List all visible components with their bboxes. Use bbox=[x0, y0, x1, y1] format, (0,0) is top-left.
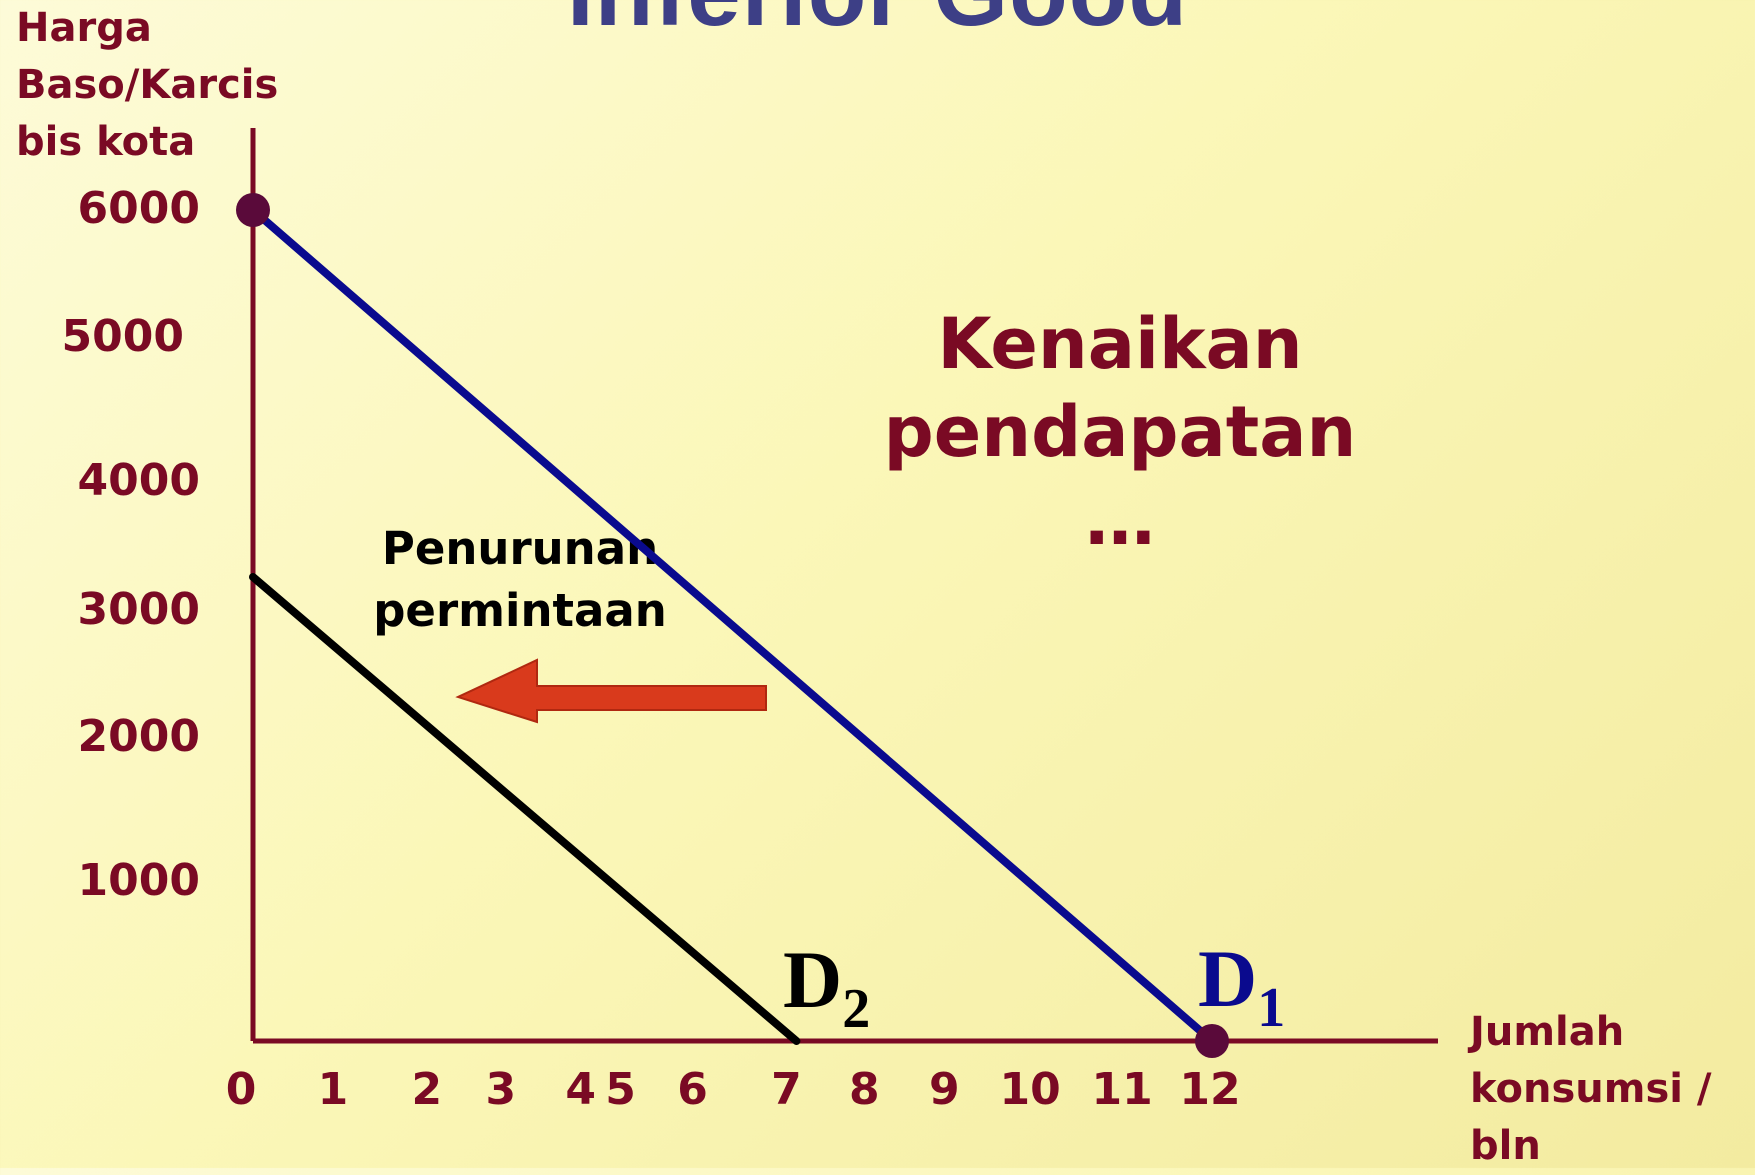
y-tick-label: 2000 bbox=[78, 711, 200, 762]
annotation-line: pendapatan bbox=[883, 391, 1357, 473]
y-tick-label: 3000 bbox=[78, 584, 200, 635]
x-tick-label: 5 bbox=[605, 1064, 636, 1115]
x-tick-label: 0 bbox=[226, 1064, 257, 1115]
series-label-d1: D1 bbox=[1198, 933, 1285, 1039]
x-tick-label: 3 bbox=[485, 1064, 516, 1115]
slide-title: Inferior Good bbox=[0, 0, 1755, 48]
x-axis-label-line: bln bbox=[1470, 1123, 1541, 1169]
y-axis-label-line: bis kota bbox=[16, 119, 196, 165]
endpoint-marker bbox=[1195, 1024, 1229, 1058]
x-tick-label: 12 bbox=[1179, 1064, 1240, 1115]
x-axis-label-line: Jumlah bbox=[1470, 1009, 1625, 1055]
x-tick-label: 9 bbox=[929, 1064, 960, 1115]
endpoint-marker bbox=[236, 193, 270, 227]
annotation-line: Penurunan bbox=[381, 522, 659, 575]
y-tick-label: 4000 bbox=[78, 455, 200, 506]
income-increase-annotation: Kenaikan pendapatan … bbox=[860, 300, 1380, 564]
annotation-line: … bbox=[1085, 479, 1155, 561]
x-tick-label: 10 bbox=[1000, 1064, 1061, 1115]
x-tick-label: 8 bbox=[849, 1064, 880, 1115]
y-tick-label: 5000 bbox=[62, 311, 184, 362]
x-tick-label: 2 bbox=[412, 1064, 443, 1115]
x-axis-label-line: konsumsi / bbox=[1470, 1066, 1712, 1112]
x-tick-label: 4 bbox=[565, 1064, 596, 1115]
x-tick-label: 7 bbox=[771, 1064, 802, 1115]
x-tick-label: 11 bbox=[1091, 1064, 1152, 1115]
series-line-d2 bbox=[249, 573, 801, 1045]
shift-left-arrow bbox=[455, 658, 767, 724]
x-tick-label: 1 bbox=[318, 1064, 349, 1115]
demand-decrease-annotation: Penurunan permintaan bbox=[330, 518, 710, 642]
series-line-d1 bbox=[249, 206, 1216, 1045]
annotation-line: permintaan bbox=[373, 584, 667, 637]
x-tick-label: 6 bbox=[677, 1064, 708, 1115]
y-axis-label-line: Baso/Karcis bbox=[16, 62, 279, 108]
x-axis-label: Jumlah konsumsi / bln bbox=[1470, 1004, 1755, 1175]
annotation-line: Kenaikan bbox=[937, 303, 1303, 385]
y-axis-label: Harga Baso/Karcis bis kota bbox=[16, 0, 346, 171]
y-tick-label: 1000 bbox=[78, 855, 200, 906]
y-axis-label-line: Harga bbox=[16, 5, 152, 51]
y-tick-label: 6000 bbox=[78, 183, 200, 234]
series-label-d2: D2 bbox=[783, 934, 870, 1040]
